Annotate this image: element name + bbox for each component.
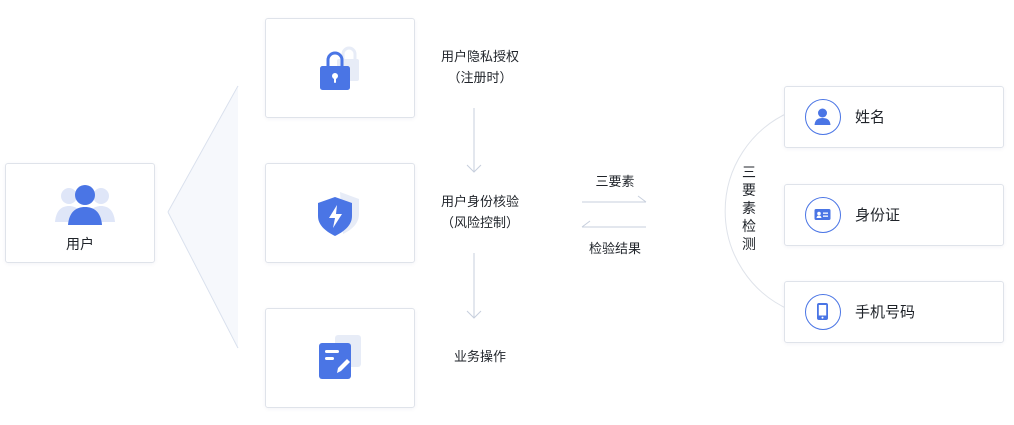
users-group-icon bbox=[55, 185, 115, 225]
down-arrow-2 bbox=[466, 253, 482, 319]
step-card-business bbox=[265, 308, 415, 408]
step-card-verification bbox=[265, 163, 415, 263]
result-label: 检验结果 bbox=[588, 242, 641, 257]
step-label-business: 业务操作 bbox=[420, 347, 540, 368]
shield-lightning-icon bbox=[318, 192, 359, 236]
fan-shadow bbox=[168, 86, 238, 348]
down-arrow-1 bbox=[466, 108, 482, 173]
lock-icon bbox=[320, 46, 359, 90]
step-subtitle: （风险控制） bbox=[440, 216, 519, 231]
step-title: 用户隐私授权 bbox=[440, 50, 519, 65]
step-label-authorization: 用户隐私授权 （注册时） bbox=[420, 47, 540, 89]
check-label: 手机号码 bbox=[855, 303, 916, 321]
step-label-verification: 用户身份核验 （风险控制） bbox=[420, 192, 540, 234]
check-card-id: 身份证 bbox=[784, 184, 1004, 246]
step-card-authorization bbox=[265, 18, 415, 118]
mobile-phone-icon bbox=[805, 294, 841, 330]
step-title: 业务操作 bbox=[453, 350, 506, 365]
send-label: 三要素 bbox=[595, 175, 635, 190]
step-title: 用户身份核验 bbox=[440, 195, 519, 210]
check-label: 姓名 bbox=[855, 108, 886, 126]
id-card-icon bbox=[805, 197, 841, 233]
detection-title: 三要素检测 bbox=[742, 165, 756, 253]
send-arrow bbox=[582, 195, 647, 203]
document-edit-icon bbox=[319, 335, 361, 379]
check-card-name: 姓名 bbox=[784, 86, 1004, 148]
fan-connector bbox=[167, 85, 239, 349]
return-arrow bbox=[581, 220, 646, 228]
check-label: 身份证 bbox=[855, 206, 901, 224]
user-card: 用户 bbox=[5, 163, 155, 263]
user-label: 用户 bbox=[66, 237, 94, 253]
step-subtitle: （注册时） bbox=[447, 71, 513, 86]
person-icon bbox=[805, 99, 841, 135]
check-card-phone: 手机号码 bbox=[784, 281, 1004, 343]
